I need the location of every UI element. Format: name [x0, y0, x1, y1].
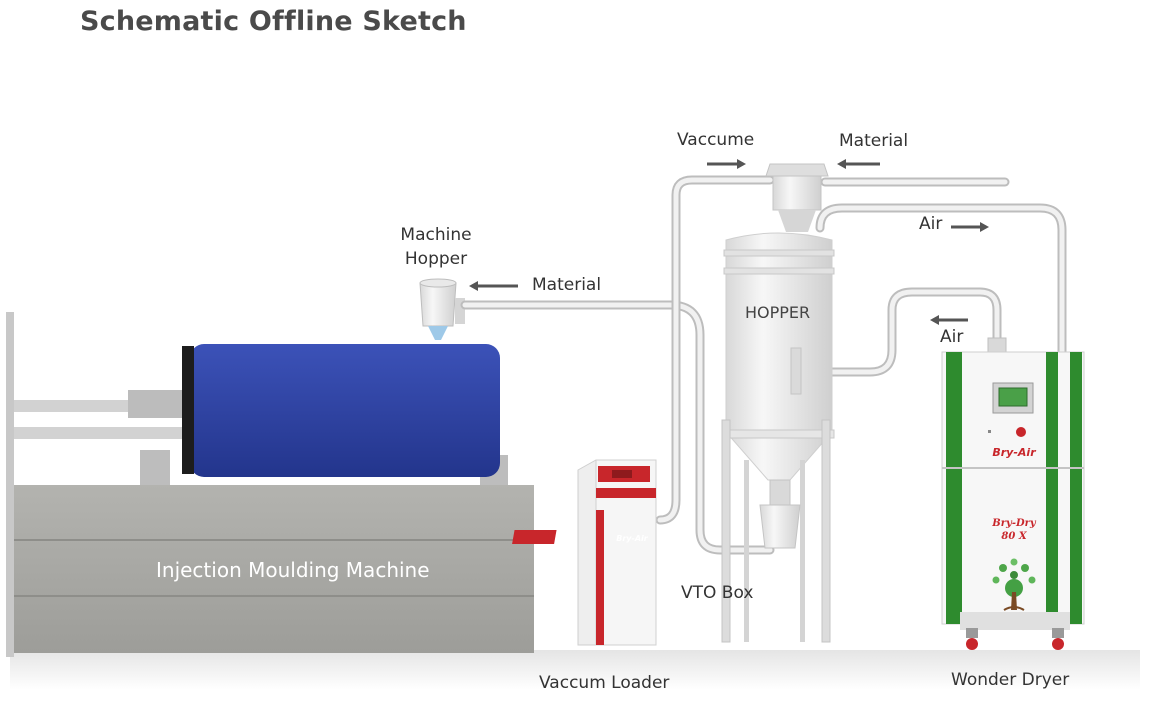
dryer-model-line1: Bry-Dry [991, 518, 1037, 529]
label-hopper: HOPPER [745, 303, 811, 322]
label-material-top: Material [839, 131, 909, 151]
label-vto-box: VTO Box [681, 583, 754, 603]
flow-arrows [469, 159, 989, 325]
label-vaccum-loader: Vaccum Loader [539, 673, 670, 693]
label-material-mid: Material [532, 275, 602, 295]
label-machine-hopper-line1: Machine [400, 225, 472, 245]
label-machine-hopper-line2: Hopper [404, 249, 468, 269]
injection-moulding-machine [6, 312, 534, 657]
label-injection-moulding-machine: Injection Moulding Machine [156, 558, 430, 582]
dryer-model-line2: 80 X [1001, 531, 1027, 542]
page-title: Schematic Offline Sketch [80, 6, 467, 37]
loader-brand-logo: Bry-Air [616, 534, 649, 543]
label-air-mid: Air [940, 327, 964, 347]
arrow-left-icon [837, 159, 880, 169]
arrow-right-icon [951, 222, 989, 232]
label-vaccume: Vaccume [677, 130, 755, 150]
vaccum-loader [512, 459, 657, 646]
label-wonder-dryer: Wonder Dryer [951, 670, 1070, 690]
arrow-left-icon [469, 281, 518, 291]
arrow-left-icon [930, 315, 968, 325]
label-air-top: Air [919, 214, 943, 234]
pipes [460, 175, 1067, 555]
main-hopper [721, 163, 835, 643]
wonder-dryer [941, 337, 1085, 650]
machine-hopper [419, 278, 465, 340]
dryer-brand-logo: Bry-Air [992, 446, 1036, 459]
arrow-right-icon [707, 159, 746, 169]
